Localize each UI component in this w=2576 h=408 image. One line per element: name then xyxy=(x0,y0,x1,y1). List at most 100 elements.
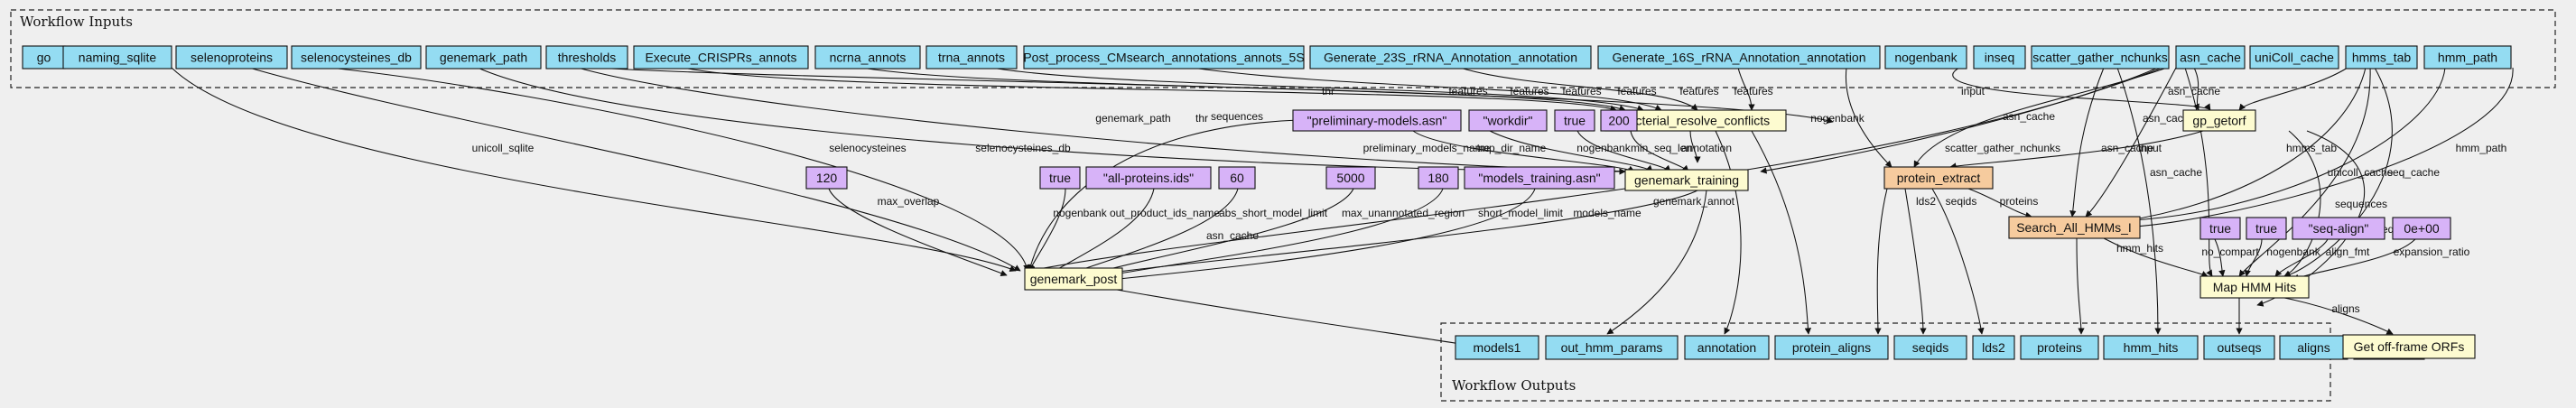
input-genemark-path-node[interactable]: genemark_path xyxy=(425,45,542,70)
edge-hmm-path xyxy=(2116,67,2514,231)
const-true-d[interactable]: true xyxy=(2246,217,2287,240)
input-ncrna-annots-node[interactable]: ncrna_annots xyxy=(814,45,921,70)
edge-label-features-6: features xyxy=(1734,85,1772,97)
edge-map-getorf xyxy=(2283,297,2394,335)
input-selenoproteins-node[interactable]: selenoproteins xyxy=(175,45,288,70)
edge-inseq-getorf xyxy=(1952,67,2211,111)
edge-thresholds-thr xyxy=(577,67,1635,175)
edge-label-thr-2: thr xyxy=(1322,85,1334,97)
output-annotation-node[interactable]: annotation xyxy=(1684,335,1770,360)
input-thresholds-node[interactable]: thresholds xyxy=(545,45,628,70)
output-protein-aligns-node[interactable]: protein_aligns xyxy=(1774,335,1889,360)
edge-label-asn-cache-5: asn_cache xyxy=(1206,229,1259,242)
output-hmm-hits-label: hmm_hits xyxy=(2124,340,2179,355)
const-5000[interactable]: 5000 xyxy=(1325,166,1376,190)
edge-extract-hmm xyxy=(1967,188,2032,218)
input-ncrna-annots-label: ncrna_annots xyxy=(830,51,907,65)
node-get-off-frame-orfs[interactable]: Get off-frame ORFs xyxy=(2342,334,2476,359)
edge-label-lds2: lds2 xyxy=(1916,195,1936,208)
const-true-b[interactable]: true xyxy=(1039,166,1081,190)
workflow-outputs-cluster xyxy=(1440,322,2331,402)
input-post-process-cmsearch-annotations-annots-5s-node[interactable]: Post_process_CMsearch_annotations_annots… xyxy=(1023,45,1305,70)
const-preliminary-models[interactable]: "preliminary-models.asn" xyxy=(1292,109,1462,132)
const-200[interactable]: 200 xyxy=(1600,109,1638,132)
input-nogenbank-node[interactable]: nogenbank xyxy=(1884,45,1967,70)
input-inseq-label: inseq xyxy=(1985,51,2014,65)
input-generate-16s-rrna-annotation-annotation-node[interactable]: Generate_16S_rRNA_Annotation_annotation xyxy=(1597,45,1881,70)
output-models1-label: models1 xyxy=(1474,340,1521,355)
const-true-c[interactable]: true xyxy=(2199,217,2241,240)
output-proteins-node[interactable]: proteins xyxy=(2020,335,2099,360)
const-true-a[interactable]: true xyxy=(1554,109,1595,132)
edge-trna-features xyxy=(990,67,1644,112)
input-execute-crisprs-annots-label: Execute_CRISPRs_annots xyxy=(645,51,796,65)
edge-unicoll-seqcache xyxy=(2283,67,2393,279)
const-workdir[interactable]: "workdir" xyxy=(1468,109,1548,132)
input-go-node[interactable]: go xyxy=(22,45,66,70)
edge-label-unicoll-sqlite: unicoll_sqlite xyxy=(472,142,535,154)
node-protein-extract[interactable]: protein_extract xyxy=(1883,166,1994,190)
node-label-genemark-training: genemark_training xyxy=(1634,173,1739,188)
edges: unicoll_sqlite selenocysteines selenocys… xyxy=(171,67,2514,348)
edge-label-align-fmt: align_fmt xyxy=(2326,246,2370,258)
input-selenocysteines-db-node[interactable]: selenocysteines_db xyxy=(291,45,422,70)
edge-hmms-tab xyxy=(2112,67,2446,225)
edge-23s-features xyxy=(1459,67,1698,111)
input-scatter-gather-nchunks-node[interactable]: scatter_gather_nchunks xyxy=(2031,45,2170,70)
node-bacterial-resolve-conflicts[interactable]: bacterial_resolve_conflicts xyxy=(1604,109,1787,132)
output-lds2-node[interactable]: lds2 xyxy=(1972,335,2015,360)
output-lds2-label: lds2 xyxy=(1982,340,2005,355)
input-execute-crisprs-annots-node[interactable]: Execute_CRISPRs_annots xyxy=(633,45,809,70)
const-models-training[interactable]: "models_training.asn" xyxy=(1464,166,1615,190)
input-hmms-tab-node[interactable]: hmms_tab xyxy=(2345,45,2418,70)
const-seq-align[interactable]: "seq-align" xyxy=(2292,217,2385,240)
edge-label-input-2: input xyxy=(2138,142,2162,154)
input-hmm-path-node[interactable]: hmm_path xyxy=(2423,45,2512,70)
edge-label-min-seq-len: min_seq_len xyxy=(1631,142,1692,154)
output-outseqs-node[interactable]: outseqs xyxy=(2203,335,2275,360)
const-60[interactable]: 60 xyxy=(1218,166,1256,190)
output-out-hmm-params-label: out_hmm_params xyxy=(1561,340,1663,355)
output-aligns-node[interactable]: aligns xyxy=(2279,335,2348,360)
edge-selenocysteines-db xyxy=(329,67,1030,272)
edge-label-proteins: proteins xyxy=(2000,195,2039,208)
edge-outseqs xyxy=(2116,67,2162,335)
input-unicoll-cache-node[interactable]: uniColl_cache xyxy=(2249,45,2339,70)
input-naming-sqlite-node[interactable]: naming_sqlite xyxy=(62,45,172,70)
edge-ncrna-features xyxy=(861,67,1626,112)
node-map-hmm-hits[interactable]: Map HMM Hits xyxy=(2199,275,2310,299)
const-label-true-a: true xyxy=(1564,114,1586,128)
edge-unicoll-map xyxy=(2238,67,2371,277)
output-hmm-hits-node[interactable]: hmm_hits xyxy=(2103,335,2199,360)
output-models1-node[interactable]: models1 xyxy=(1455,335,1539,360)
input-generate-23s-rrna-annotation-annotation-node[interactable]: Generate_23S_rRNA_Annotation_annotation xyxy=(1309,45,1592,70)
node-genemark-training[interactable]: genemark_training xyxy=(1624,169,1749,191)
output-protein-aligns-label: protein_aligns xyxy=(1792,340,1871,355)
node-genemark-post[interactable]: genemark_post xyxy=(1024,267,1123,291)
node-search-all-hmms[interactable]: Search_All_HMMs_I xyxy=(2008,216,2141,239)
const-180[interactable]: 180 xyxy=(1418,166,1459,190)
edge-label-asn-cache-6: asn_cache xyxy=(2143,112,2195,125)
node-gp-getorf[interactable]: gp_getorf xyxy=(2182,109,2256,132)
const-label-true-c: true xyxy=(2209,221,2231,236)
edge-label-max-unannot: max_unannotated_region xyxy=(1342,207,1465,219)
output-seqids-node[interactable]: seqids xyxy=(1893,335,1967,360)
edge-genemark-annot xyxy=(1092,190,1698,278)
const-label-200: 200 xyxy=(1608,114,1630,128)
const-label-models-training: "models_training.asn" xyxy=(1478,171,1600,185)
const-all-proteins[interactable]: "all-proteins.ids" xyxy=(1085,166,1212,190)
edge-60 xyxy=(1065,188,1239,277)
node-label-gp-getorf: gp_getorf xyxy=(2192,114,2246,128)
input-asn-cache-node[interactable]: asn_cache xyxy=(2175,45,2246,70)
edge-label-input-1: input xyxy=(1961,85,1985,97)
edge-extract-seqids xyxy=(1874,188,1888,335)
const-120[interactable]: 120 xyxy=(805,166,848,190)
const-zero[interactable]: 0e+00 xyxy=(2392,217,2451,240)
input-trna-annots-node[interactable]: trna_annots xyxy=(925,45,1018,70)
input-inseq-node[interactable]: inseq xyxy=(1973,45,2026,70)
edge-label-hmm-hits: hmm_hits xyxy=(2116,242,2163,255)
input-generate-23s-rrna-annotation-annotation-label: Generate_23S_rRNA_Annotation_annotation xyxy=(1324,51,1577,65)
output-proteins-label: proteins xyxy=(2037,340,2082,355)
output-out-hmm-params-node[interactable]: out_hmm_params xyxy=(1545,335,1679,360)
